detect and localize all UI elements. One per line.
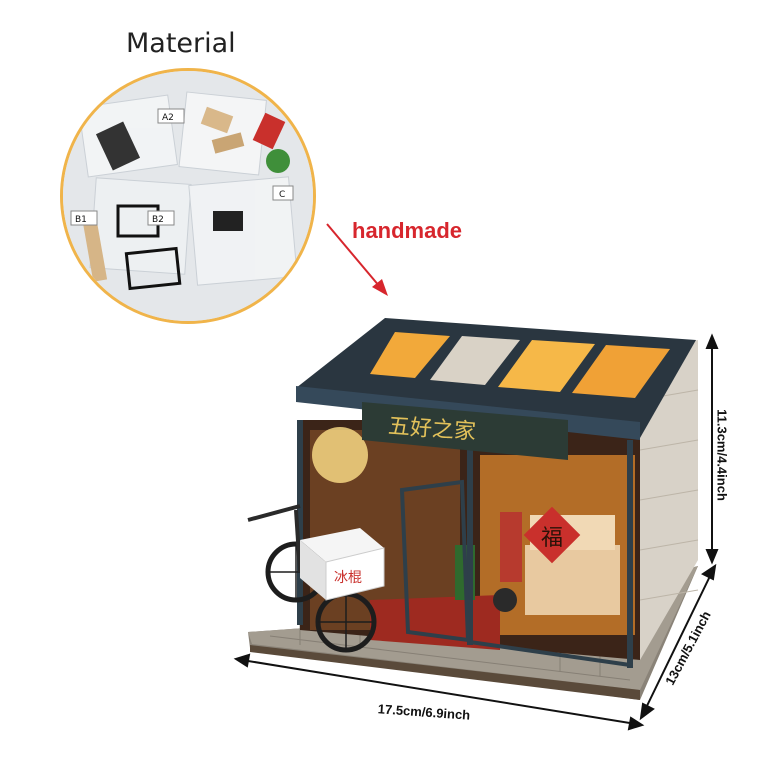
box-label: 冰棍 — [334, 570, 362, 586]
material-photo: A2 B2 B1 C — [60, 68, 316, 324]
height-dimension-line — [705, 333, 719, 565]
material-label: Material — [126, 28, 236, 59]
miniature-house: 福 五好之家 — [247, 318, 699, 700]
fu-sign: 福 — [541, 526, 563, 551]
material-parts-illustration: A2 B2 B1 C — [63, 71, 313, 321]
handmade-label: handmade — [352, 218, 463, 243]
tag-c: C — [279, 190, 285, 200]
material-tags: A2 B2 B1 C — [70, 108, 294, 226]
bicycle-cart: 冰棍 — [247, 504, 385, 653]
tag-b1: B1 — [75, 215, 87, 225]
width-dimension-line — [233, 653, 645, 731]
depth-dimension-line — [639, 563, 717, 721]
red-arrow-icon — [326, 223, 388, 296]
height-dimension-label: 11.3cm/4.4inch — [714, 409, 730, 501]
tag-a2: A2 — [162, 113, 174, 123]
shop-sign: 五好之家 — [387, 414, 477, 445]
tag-b2: B2 — [152, 215, 164, 225]
